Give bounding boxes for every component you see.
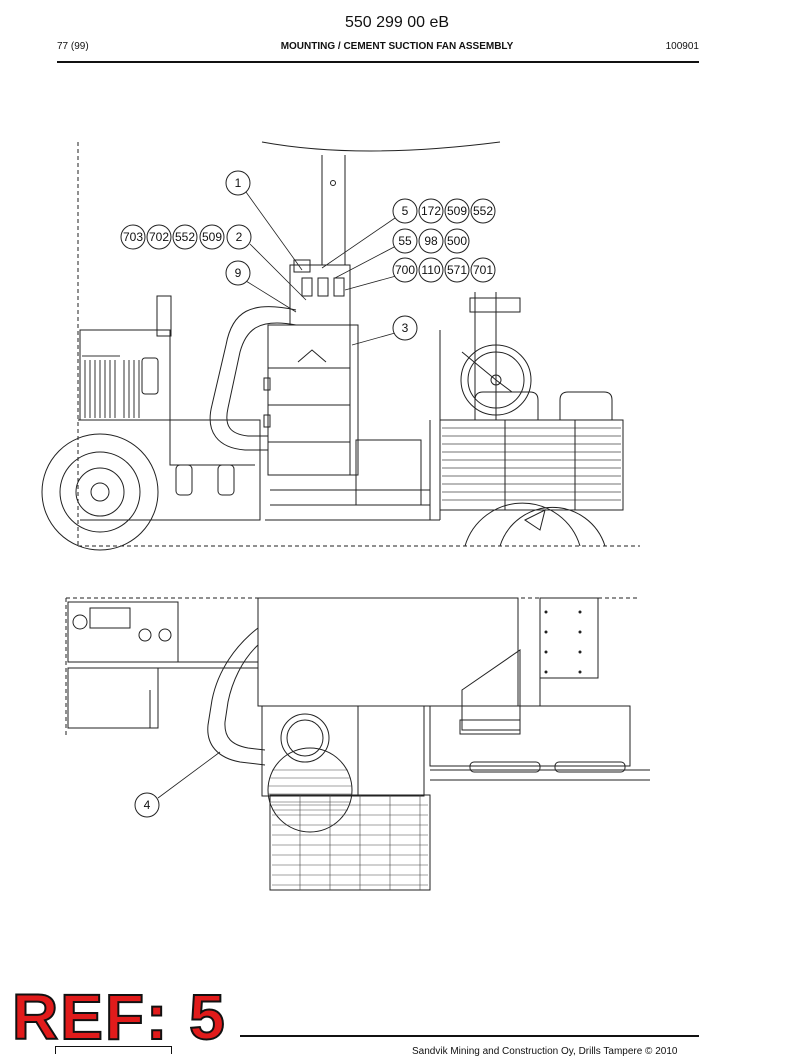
callouts: 1 5 172 509 552 703 702 552 509 2 55 98 … xyxy=(120,170,496,818)
callout-1: 1 xyxy=(225,170,251,196)
svg-text:55: 55 xyxy=(398,234,412,248)
svg-text:98: 98 xyxy=(424,234,438,248)
footer-copyright: Sandvik Mining and Construction Oy, Dril… xyxy=(412,1046,678,1057)
svg-text:1: 1 xyxy=(235,176,242,190)
svg-text:702: 702 xyxy=(149,230,169,244)
callout-110: 110 xyxy=(418,257,444,283)
svg-text:110: 110 xyxy=(421,263,440,277)
callout-509: 509 xyxy=(199,224,225,250)
top-view xyxy=(65,597,650,891)
svg-text:4: 4 xyxy=(144,798,151,812)
svg-text:500: 500 xyxy=(447,234,467,248)
svg-text:509: 509 xyxy=(202,230,222,244)
document-date: 100901 xyxy=(665,41,699,52)
ref-stamp: REF: 5 xyxy=(11,981,227,1053)
callout-500: 500 xyxy=(444,228,470,254)
callout-172: 172 xyxy=(418,198,444,224)
callout-571: 571 xyxy=(444,257,470,283)
page-title: MOUNTING / CEMENT SUCTION FAN ASSEMBLY xyxy=(280,41,514,52)
svg-text:509: 509 xyxy=(447,204,467,218)
svg-text:172: 172 xyxy=(421,204,441,218)
callout-4: 4 xyxy=(134,792,160,818)
callout-703: 703 xyxy=(120,224,146,250)
callout-55: 55 xyxy=(392,228,418,254)
svg-text:552: 552 xyxy=(175,230,195,244)
callout-2: 2 xyxy=(226,224,252,250)
callout-552: 552 xyxy=(470,198,496,224)
callout-552: 552 xyxy=(172,224,198,250)
sandvik-logo xyxy=(55,1046,172,1054)
document-number: 550 299 00 eB xyxy=(344,14,450,31)
side-view xyxy=(41,141,640,551)
callout-509: 509 xyxy=(444,198,470,224)
page-number: 77 (99) xyxy=(57,41,89,52)
svg-text:701: 701 xyxy=(473,263,493,277)
header-rule xyxy=(57,61,699,63)
callout-701: 701 xyxy=(470,257,496,283)
callout-700: 700 xyxy=(392,257,418,283)
svg-text:3: 3 xyxy=(402,321,409,335)
svg-text:700: 700 xyxy=(395,263,415,277)
callout-3: 3 xyxy=(392,315,418,341)
svg-text:5: 5 xyxy=(402,204,409,218)
svg-text:571: 571 xyxy=(447,263,467,277)
svg-text:9: 9 xyxy=(235,266,242,280)
callout-702: 702 xyxy=(146,224,172,250)
svg-text:2: 2 xyxy=(236,230,243,244)
callout-5: 5 xyxy=(392,198,418,224)
svg-text:552: 552 xyxy=(473,204,493,218)
footer-rule xyxy=(240,1035,699,1037)
callout-9: 9 xyxy=(225,260,251,286)
leader-lines xyxy=(157,191,397,799)
svg-text:703: 703 xyxy=(123,230,143,244)
callout-98: 98 xyxy=(418,228,444,254)
